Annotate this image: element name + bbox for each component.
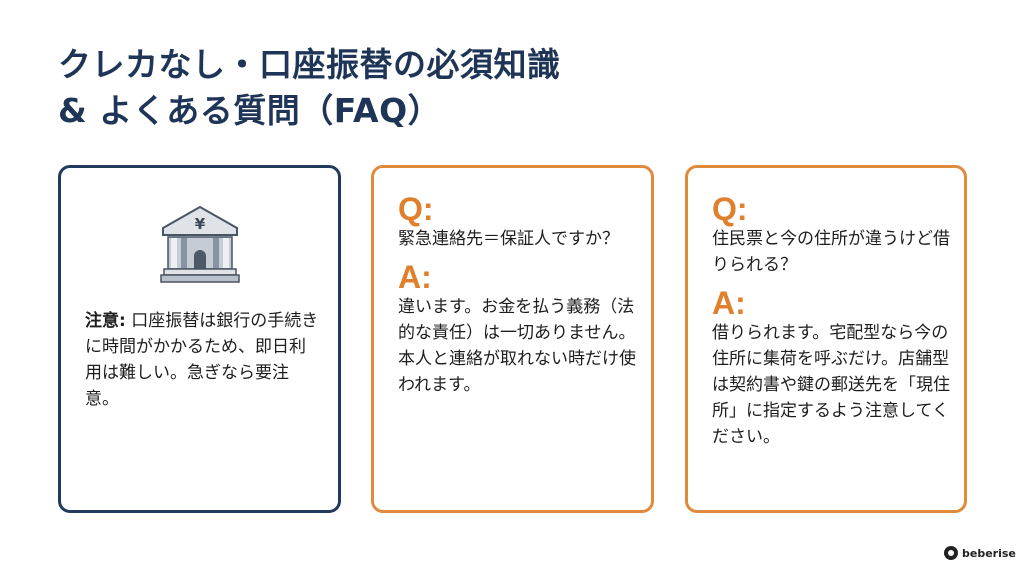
title-line-1: クレカなし・口座振替の必須知識	[58, 45, 561, 84]
notice-label: 注意:	[85, 311, 126, 331]
notice-body: 口座振替は銀行の手続きに時間がかかるため、即日利用は難しい。急ぎなら要注意。	[85, 311, 319, 409]
notice-card: ¥ 注意: 口座振替は銀行の手続きに時間がかかるため、即日利用は難しい。急ぎなら…	[58, 165, 341, 513]
answer-label: A:	[712, 285, 746, 321]
bank-yen-icon: ¥	[160, 205, 240, 283]
answer-text: 借りられます。宅配型なら今の住所に集荷を呼ぶだけ。店舗型は契約書や鍵の郵送先を「…	[712, 323, 950, 447]
brand-name: beberise	[962, 546, 1016, 560]
faq-card-emergency-contact: Q: 緊急連絡先＝保証人ですか？ A: 違います。お金を払う義務（法的な責任）は…	[371, 165, 654, 513]
question-label: Q:	[398, 191, 434, 227]
title-line-2: & よくある質問（FAQ）	[58, 91, 442, 130]
brand-logo: beberise	[944, 546, 1016, 560]
question-label: Q:	[712, 191, 748, 227]
answer-text: 違います。お金を払う義務（法的な責任）は一切ありません。本人と連絡が取れない時だ…	[398, 297, 636, 395]
question-text: 緊急連絡先＝保証人ですか？	[398, 229, 619, 249]
page-title: クレカなし・口座振替の必須知識 & よくある質問（FAQ）	[58, 42, 561, 134]
brand-mark-icon	[944, 546, 958, 560]
answer-label: A:	[398, 259, 432, 295]
svg-text:¥: ¥	[195, 215, 206, 233]
notice-text: 注意: 口座振替は銀行の手続きに時間がかかるため、即日利用は難しい。急ぎなら要注…	[85, 308, 320, 412]
faq-card-address: Q: 住民票と今の住所が違うけど借りられる？ A: 借りられます。宅配型なら今の…	[685, 165, 967, 513]
question-text: 住民票と今の住所が違うけど借りられる？	[712, 229, 950, 275]
